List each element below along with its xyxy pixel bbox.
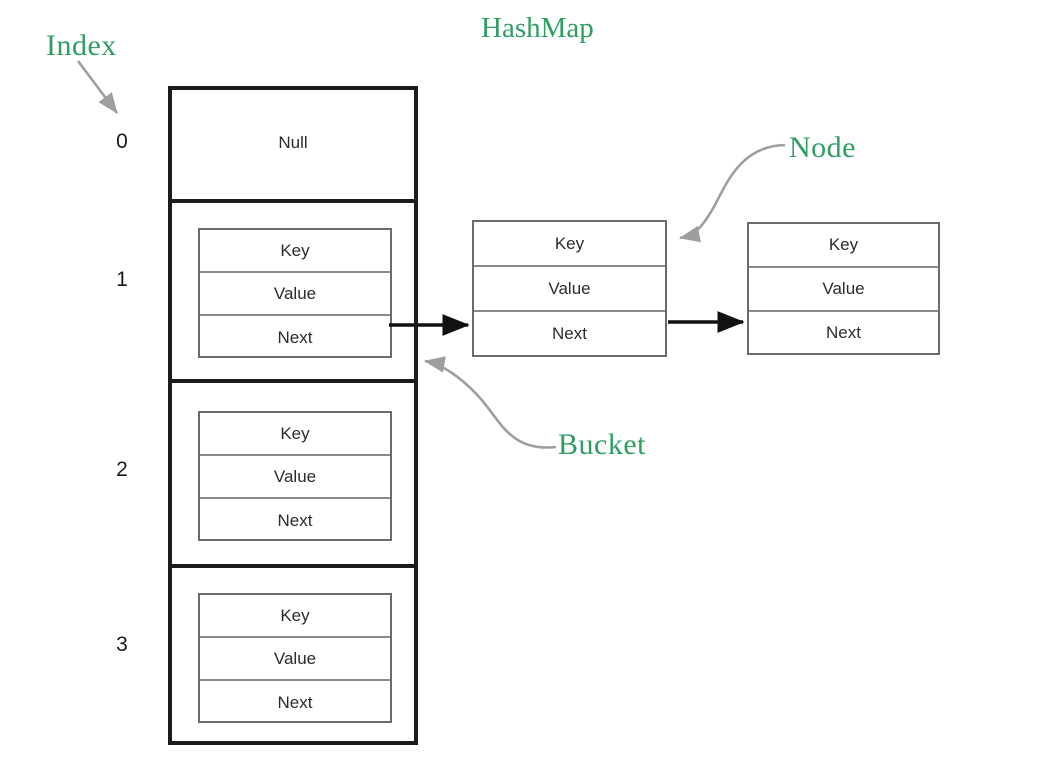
bucket-2-node-value: Value: [200, 456, 390, 499]
bucket-2-node-next: Next: [277, 511, 313, 530]
bucket-3-node-key: Key: [200, 595, 390, 638]
chain-node-2-value: Value: [749, 268, 938, 312]
bucket-annotation-arrow: [423, 356, 557, 449]
annotation-label-node: Node: [789, 131, 856, 164]
index-annotation-arrow: [76, 60, 119, 114]
bucket-1-node-key: Key: [200, 230, 390, 273]
bucket-1-node-value: Value: [200, 273, 390, 316]
bucket-row-0: Null: [172, 90, 414, 203]
bucket-1-node: Key Value Next: [198, 228, 392, 358]
bucket-2-node: Key Value Next: [198, 411, 392, 541]
index-label-2: 2: [116, 458, 128, 481]
index-label-0: 0: [116, 130, 128, 153]
chain-node-1-key: Key: [474, 222, 665, 267]
bucket-row-1: Key Value Next: [172, 203, 414, 383]
bucket-2-node-key: Key: [200, 413, 390, 456]
chain-node-2-key: Key: [749, 224, 938, 268]
annotation-label-index: Index: [46, 29, 117, 62]
bucket-1-node-next: Next: [277, 328, 313, 347]
chain-node-2: Key Value Next: [747, 222, 940, 355]
index-label-1: 1: [116, 268, 128, 291]
bucket-row-3: Key Value Next: [172, 568, 414, 741]
bucket-3-node-next: Next: [277, 693, 313, 712]
bucket-0-null-text: Null: [278, 133, 308, 152]
bucket-row-2: Key Value Next: [172, 383, 414, 568]
chain-node-2-next: Next: [826, 322, 861, 342]
bucket-3-node-value: Value: [200, 638, 390, 681]
chain-node-1-value: Value: [474, 267, 665, 312]
chain-node-1: Key Value Next: [472, 220, 667, 357]
index-label-3: 3: [116, 633, 128, 656]
bucket-3-node: Key Value Next: [198, 593, 392, 723]
annotation-label-bucket: Bucket: [558, 428, 646, 461]
page-title: HashMap: [481, 12, 594, 44]
bucket-array-table: Null Key Value Next Key Value Next Key V…: [168, 86, 418, 745]
chain-node-1-next: Next: [552, 323, 587, 343]
